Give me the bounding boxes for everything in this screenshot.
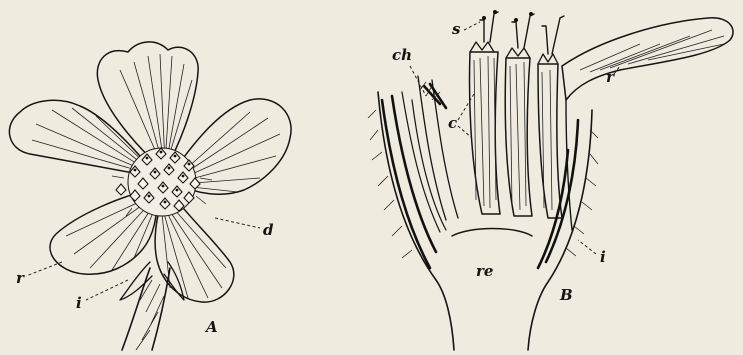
label-a-r: r <box>16 269 25 287</box>
label-b-re: re <box>476 262 493 280</box>
panel-label-a: A <box>204 318 218 336</box>
panel-label-b: B <box>559 286 573 304</box>
label-a-d: d <box>263 221 274 239</box>
label-b-ch: ch <box>392 46 412 64</box>
label-b-s: s <box>452 20 461 38</box>
label-b-c: c <box>448 114 457 132</box>
label-b-i: i <box>600 248 606 266</box>
label-a-i: i <box>76 294 82 312</box>
label-b-r: r <box>606 68 615 86</box>
